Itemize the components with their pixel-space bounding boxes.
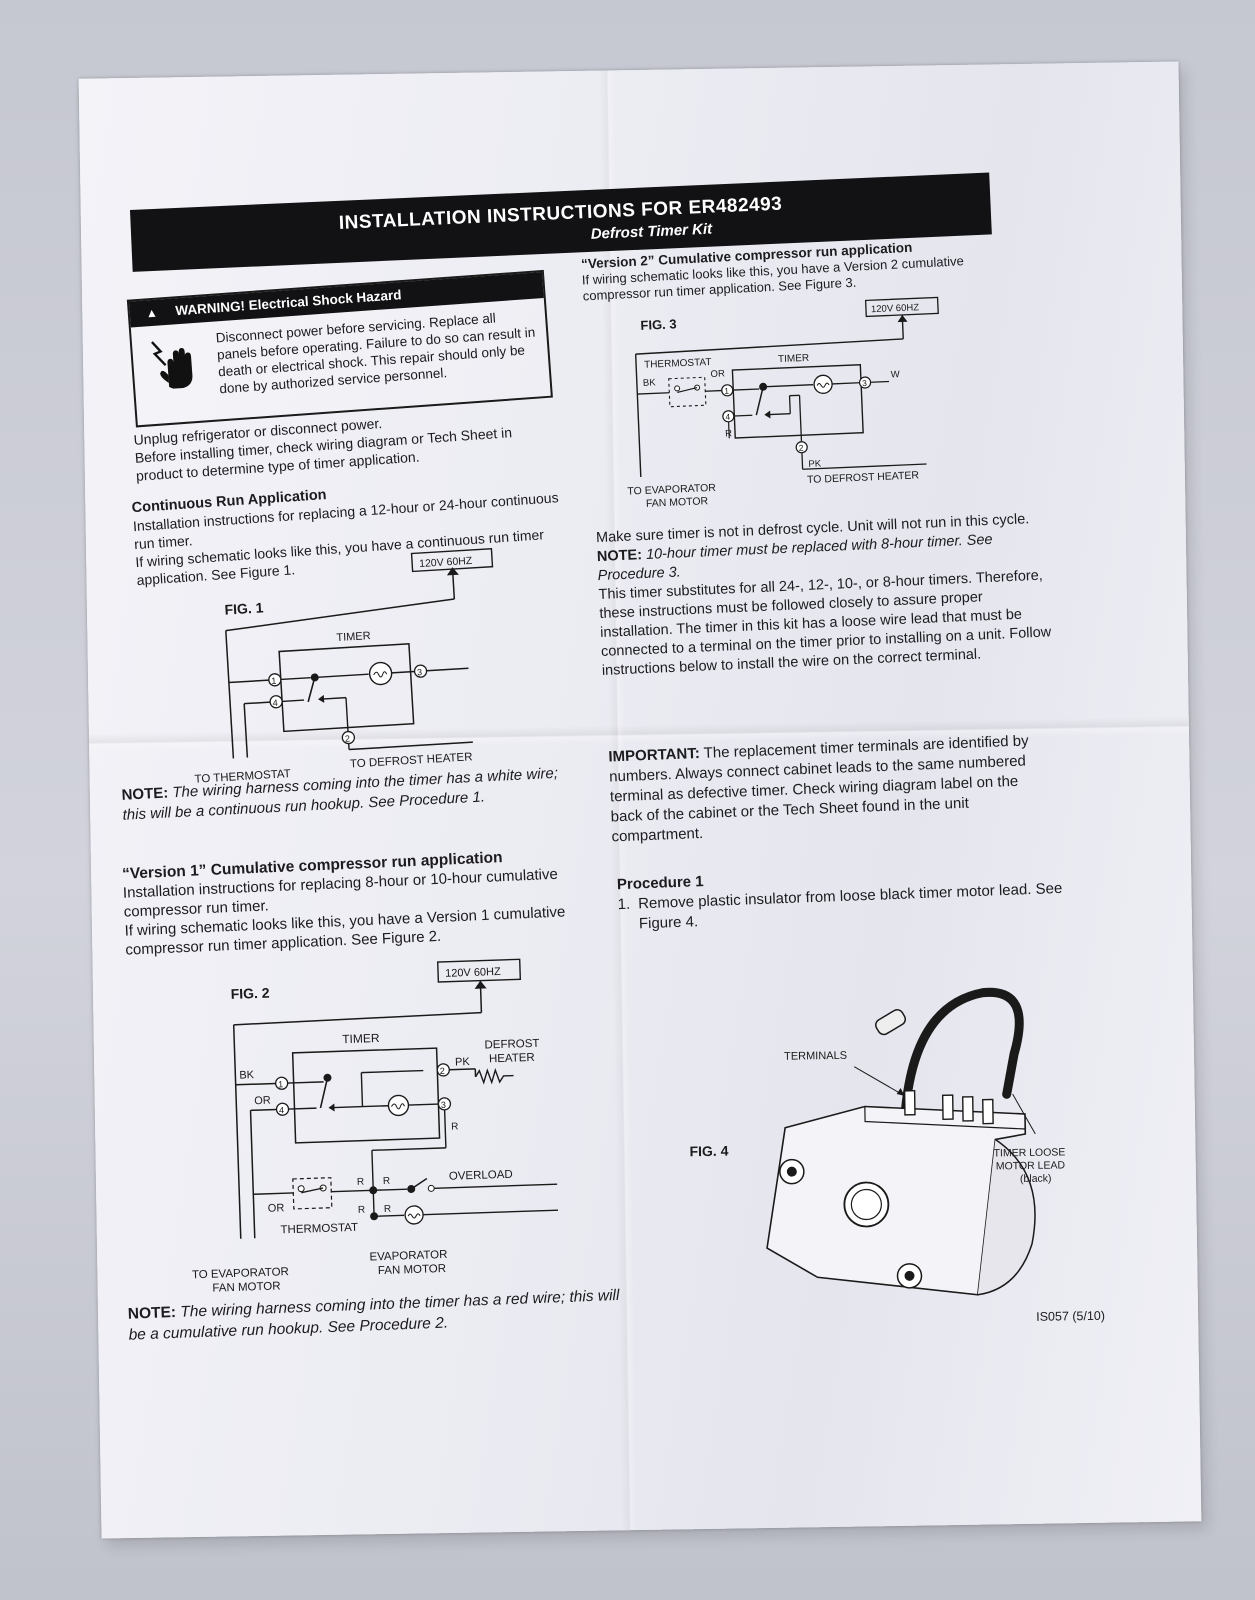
fig4-lead-label-3: (black) [1020,1173,1052,1185]
fig2-r-label: R [451,1121,459,1132]
warning-title: WARNING! Electrical Shock Hazard [174,287,402,319]
fig3-heater-label: TO DEFROST HEATER [807,469,920,486]
fig3-pk-label: PK [808,458,822,470]
fig1-power-label: 120V 60HZ [419,555,473,570]
fig2-evap-motor-label-2: FAN MOTOR [378,1263,447,1277]
fig2-r-label-5: R [384,1204,392,1215]
important-block: IMPORTANT: The replacement timer termina… [608,731,1052,848]
figure-3-diagram: FIG. 3 120V 60HZ THERMOSTAT TIMER BK OR … [627,296,939,510]
fig4-terminal-a [903,1090,916,1116]
fig2-terminal-3: 3 [441,1100,446,1110]
fig2-label: FIG. 2 [230,985,270,1002]
fig4-label: FIG. 4 [689,1142,729,1160]
note-1-label: NOTE: [121,784,169,804]
fig2-fan-motor-icon [404,1205,424,1225]
fig3-w-label: W [891,369,900,380]
fig2-terminal-4: 4 [279,1105,284,1115]
fig1-label: FIG. 1 [224,599,264,617]
figure-1-diagram: FIG. 1 120V 60HZ TIMER 1 4 3 2 TO DE [194,547,494,786]
fig2-timer-box [291,1047,441,1144]
fig1-thermostat-label: TO THERMOSTAT [194,768,291,786]
fig4-terminal-c [961,1096,974,1122]
fig2-heater-resistor-icon [474,1067,514,1085]
fig1-terminal-1: 1 [271,676,277,686]
fig2-or-label: OR [254,1095,271,1108]
fig1-timer-box [278,642,415,733]
fig3-timer-label: TIMER [778,353,810,365]
fig4-lead-label-1: TIMER LOOSE [994,1146,1066,1159]
fig3-terminal-4: 4 [725,412,730,422]
fig3-terminal-3: 3 [862,378,867,388]
right-note-label: NOTE: [596,547,643,566]
fig3-terminal-2: 2 [799,443,804,453]
fig3-terminal-1: 1 [724,386,729,396]
warning-triangle-icon: ▲ [145,305,159,321]
important-label: IMPORTANT: [608,744,701,766]
fig2-power-box [436,958,522,983]
right-p2: This timer substitutes for all 24-, 12-,… [598,567,1052,679]
fig3-evap-label-2: FAN MOTOR [646,495,709,510]
figure-2-diagram: FIG. 2 120V 60HZ TIMER BK 1 OR 4 2 3 P [192,958,559,1295]
electric-shock-hand-icon [151,341,193,389]
note-2-label: NOTE: [127,1303,177,1323]
fig2-evap-motor-label-1: EVAPORATOR [369,1249,447,1264]
fig2-terminal-2: 2 [440,1066,445,1076]
fig2-timer-label: TIMER [342,1031,380,1046]
fig2-overload-contact [407,1185,416,1194]
fig2-r-label-3: R [383,1176,391,1187]
fig3-evap-label-1: TO EVAPORATOR [627,482,716,498]
procedure-1-step-number: 1. [617,895,631,914]
fig3-thermostat-box [668,376,707,408]
fig3-or-label: OR [710,368,725,380]
fig1-heater-label: TO DEFROST HEATER [350,751,473,770]
fig2-thermostat-label: THERMOSTAT [280,1222,358,1237]
fig1-terminal-2: 2 [345,733,351,743]
fig1-terminal-3: 3 [417,667,423,677]
fig2-heater-label: HEATER [489,1052,535,1066]
document-code: IS057 (5/10) [1036,1308,1106,1324]
fig4-terminal-d [982,1098,994,1125]
fig2-thermostat-box [292,1177,333,1210]
fig4-black-motor-lead [900,987,1024,1121]
version-1-block: “Version 1” Cumulative compressor run ap… [122,844,596,959]
fig4-lead-label-2: MOTOR LEAD [996,1159,1066,1172]
fig2-bk-label: BK [239,1069,255,1082]
fig2-defrost-label: DEFROST [484,1038,539,1052]
fig1-timer-label: TIMER [336,630,371,644]
figure-4-timer-illustration: TERMINALS TIMER LOOSE MOTOR LEAD (black) [766,987,1066,1296]
fig3-motor-icon [813,374,833,394]
fig2-terminal-1: 1 [278,1079,283,1089]
fig2-evap-label-2: FAN MOTOR [212,1280,281,1294]
fig2-pk-label: PK [455,1056,471,1069]
fig2-evap-label-1: TO EVAPORATOR [192,1266,289,1281]
fig2-r-label-2: R [357,1177,365,1188]
fig3-power-box [864,296,939,318]
fig2-or-label-2: OR [268,1202,285,1215]
warning-box: ▲ WARNING! Electrical Shock Hazard Disco… [126,269,553,428]
fig2-r-label-4: R [358,1205,366,1216]
fig4-terminal-b [941,1094,954,1120]
fig3-thermostat-label: THERMOSTAT [644,357,712,371]
warning-text: Disconnect power before servicing. Repla… [215,310,536,397]
fig2-overload-label: OVERLOAD [449,1169,513,1183]
procedure-1-block: Procedure 1 1. Remove plastic insulator … [617,858,1079,935]
fig4-shaft-hole [843,1181,890,1228]
fig3-power-label: 120V 60HZ [871,302,920,315]
fig4-lead-connector [875,1009,907,1036]
fig1-motor-icon [368,661,393,686]
fig3-label: FIG. 3 [640,316,677,332]
fig2-motor-icon [387,1094,410,1117]
fig4-terminals-label: TERMINALS [784,1050,847,1063]
right-intro-block: Make sure timer is not in defrost cycle.… [596,509,1062,681]
fig3-bk-label: BK [643,377,657,389]
fig2-power-label: 120V 60HZ [445,966,501,980]
fig3-timer-box [731,363,864,439]
fig1-terminal-4: 4 [272,698,278,708]
instruction-sheet: INSTALLATION INSTRUCTIONS FOR ER482493 D… [78,61,1202,1539]
